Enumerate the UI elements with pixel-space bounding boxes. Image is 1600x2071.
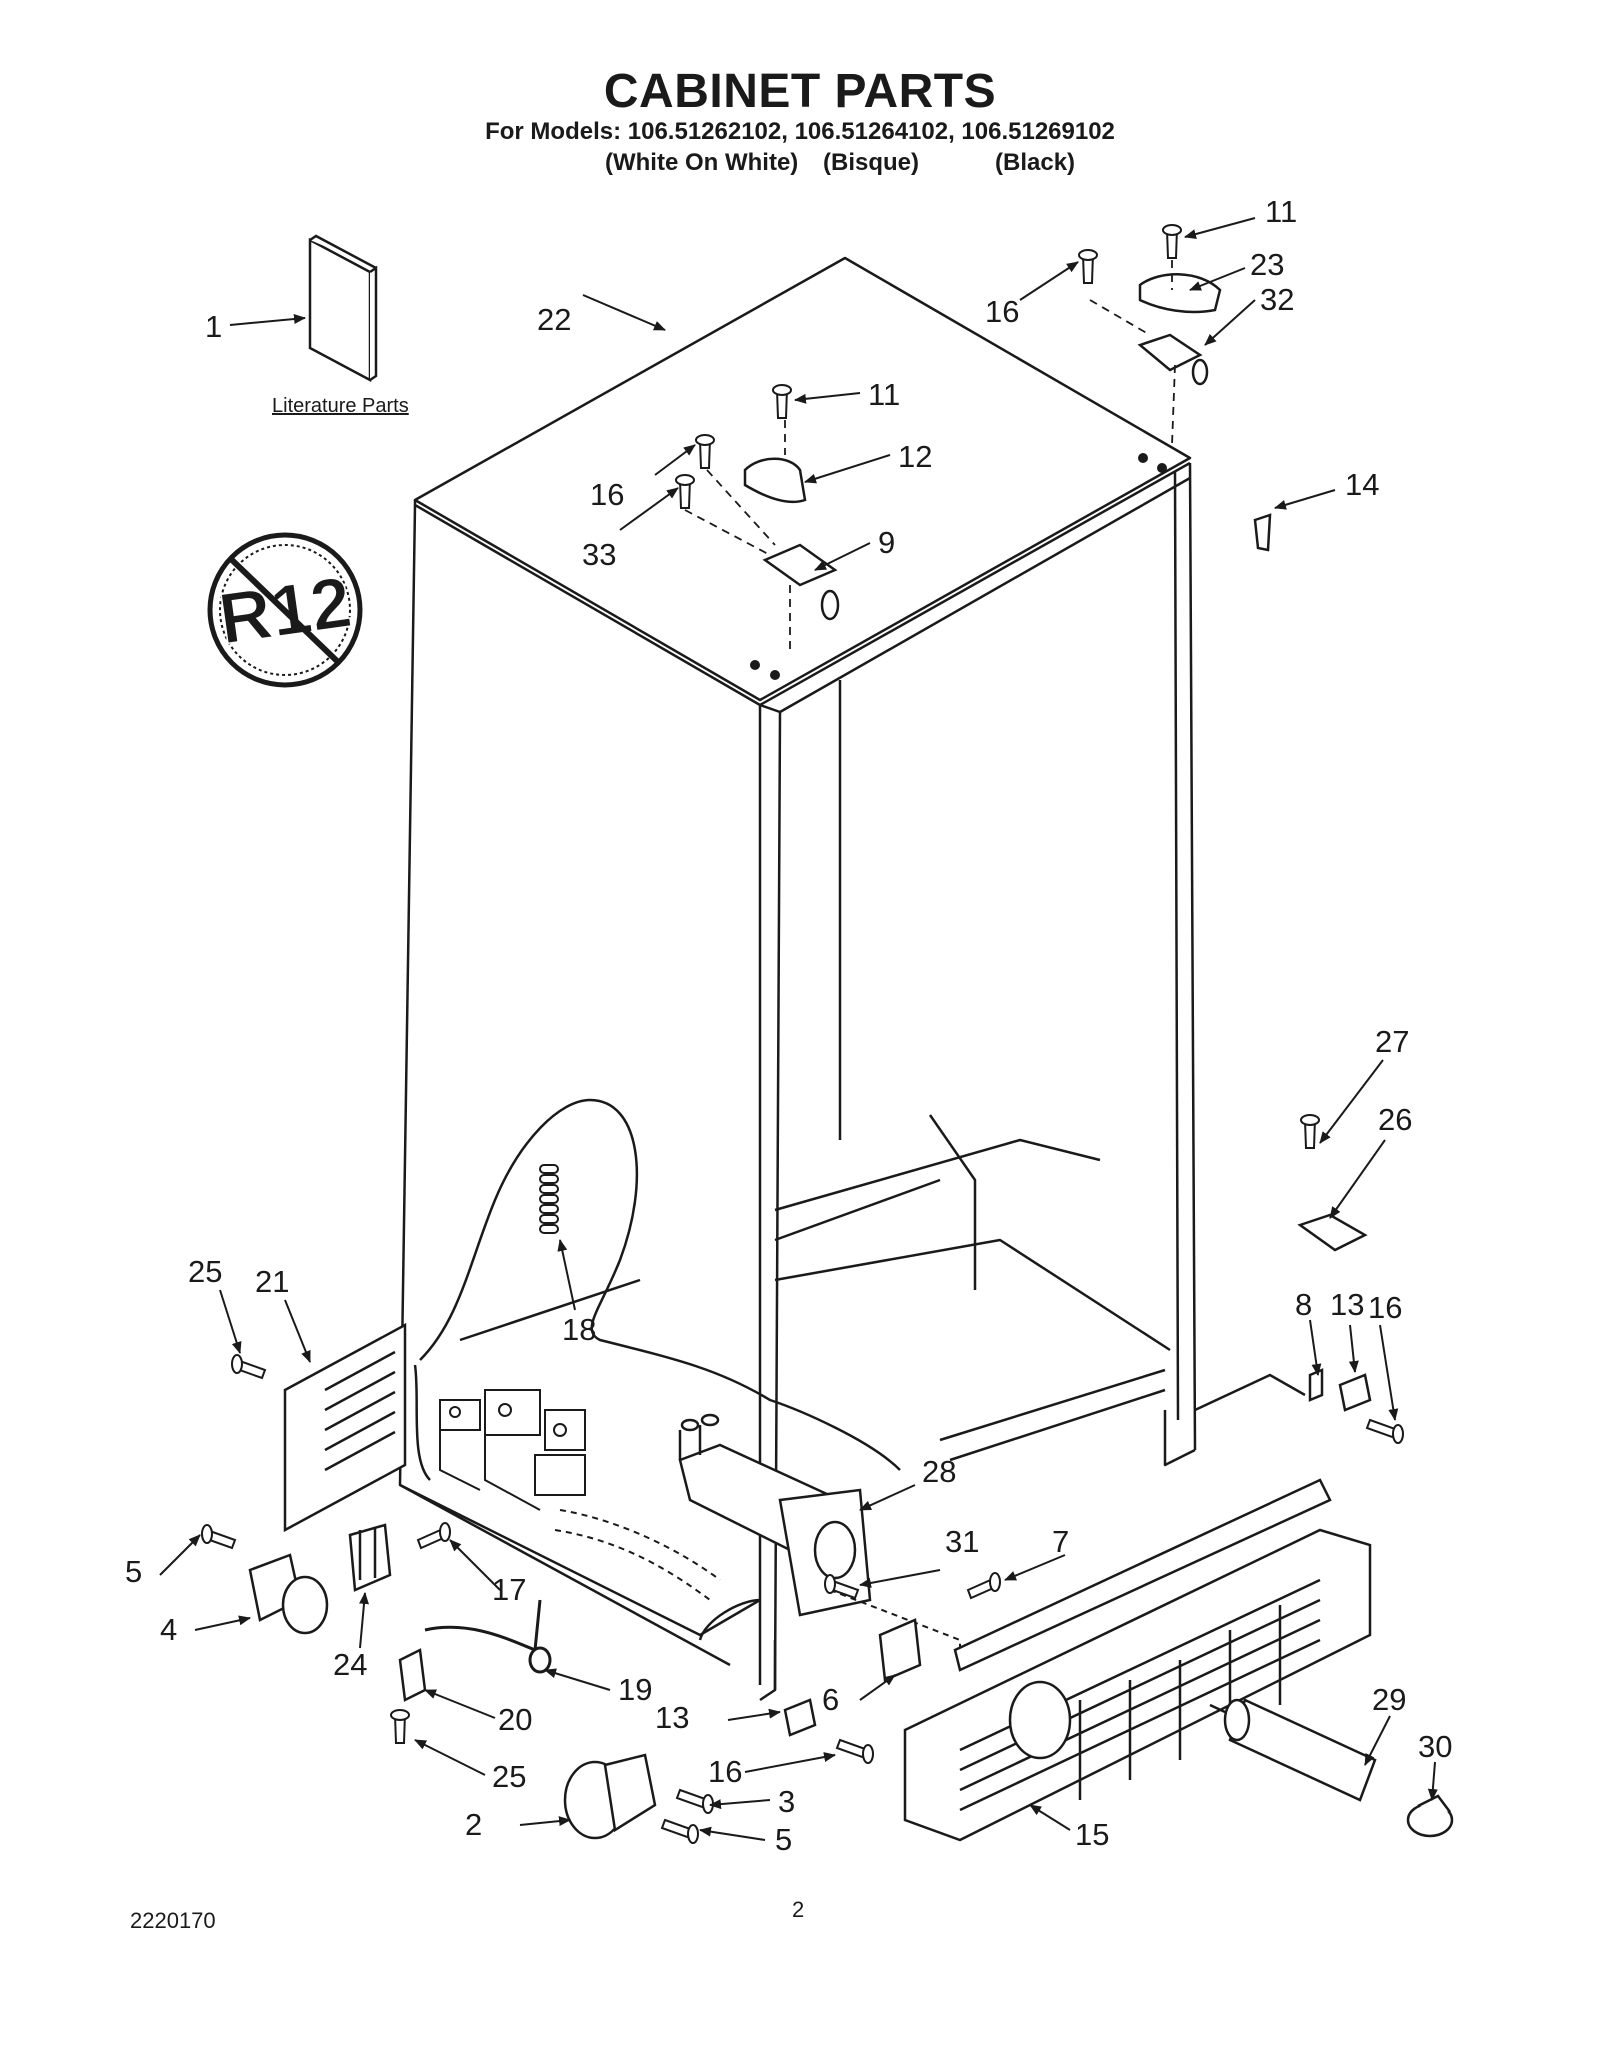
callout-31: 31: [945, 1524, 979, 1559]
callout-labels: 1 22 11 16 23 32 11 16 12 33 9 14 27 26 …: [125, 194, 1452, 1857]
part-24-bracket: [348, 1523, 392, 1592]
callout-21: 21: [255, 1264, 289, 1299]
part-29-filter: [1209, 1698, 1377, 1802]
valve-assembly: [439, 1389, 586, 1511]
part-19-tube: [424, 1599, 552, 1674]
variant-white-on-white: (White On White): [605, 149, 799, 176]
callout-20: 20: [498, 1702, 532, 1737]
callout-16-top: 16: [985, 294, 1019, 329]
callout-5-lower: 5: [775, 1822, 792, 1857]
leader-arrows: [159, 217, 1438, 1841]
part-26-hinge: [1297, 1213, 1368, 1252]
callout-30: 30: [1418, 1729, 1452, 1764]
callout-16-right: 16: [1368, 1290, 1402, 1325]
callout-17: 17: [492, 1572, 526, 1607]
part-9-hinge: [762, 543, 840, 621]
callout-9: 9: [878, 525, 895, 560]
part-15-grille: [903, 1478, 1372, 1842]
callout-11: 11: [868, 377, 900, 412]
callout-25-lower: 25: [492, 1759, 526, 1794]
assembly-lines: [684, 260, 1176, 655]
no-r12-badge: R12: [207, 532, 363, 688]
callout-3: 3: [778, 1784, 795, 1819]
part-2-roller: [563, 1753, 657, 1840]
part-14-plug: [1253, 513, 1272, 552]
callout-13-right: 13: [1330, 1287, 1364, 1322]
callout-15: 15: [1075, 1817, 1109, 1852]
callout-23: 23: [1250, 247, 1284, 282]
callout-33: 33: [582, 537, 616, 572]
document-number: 2220170: [130, 1908, 216, 1933]
part-12-hinge-cover: [743, 457, 807, 504]
hinge-holes: [750, 453, 1167, 680]
cutaway-region: [413, 1098, 901, 1641]
callout-29: 29: [1372, 1682, 1406, 1717]
part-6-bracket: [878, 1618, 922, 1682]
callout-7: 7: [1052, 1524, 1069, 1559]
callout-18: 18: [562, 1312, 596, 1347]
page-number: 2: [792, 1897, 805, 1922]
callout-22: 22: [537, 302, 571, 337]
callout-2: 2: [465, 1807, 482, 1842]
callout-6: 6: [822, 1682, 839, 1717]
callout-13: 13: [655, 1700, 689, 1735]
callout-5-left: 5: [125, 1554, 142, 1589]
variant-black: (Black): [995, 149, 1076, 176]
part-4-roller: [248, 1553, 329, 1635]
part-20-clip: [398, 1648, 427, 1702]
models-line: For Models: 106.51262102, 106.51264102, …: [485, 118, 1115, 145]
part-13-bracket-lower: [783, 1698, 817, 1737]
part-28-duct: [678, 1413, 872, 1617]
callout-24: 24: [333, 1647, 367, 1682]
callout-28: 28: [922, 1454, 956, 1489]
callout-16: 16: [590, 477, 624, 512]
screws: [201, 224, 1404, 1844]
part-21-grille-panel: [283, 1322, 407, 1533]
callout-14: 14: [1345, 467, 1379, 502]
part-18-spring: [539, 1164, 559, 1234]
callout-19: 19: [618, 1672, 652, 1707]
callout-4: 4: [160, 1612, 177, 1647]
part-8-13-brackets-right: [1194, 1368, 1372, 1412]
callout-16-lower: 16: [708, 1754, 742, 1789]
literature-parts-label: Literature Parts: [272, 395, 409, 417]
literature-part: [308, 234, 378, 383]
callout-25: 25: [188, 1254, 222, 1289]
callout-32: 32: [1260, 282, 1294, 317]
callout-12: 12: [898, 439, 932, 474]
variant-bisque: (Bisque): [823, 149, 919, 176]
callout-8: 8: [1295, 1287, 1312, 1322]
callout-11-top: 11: [1265, 194, 1297, 229]
callout-1: 1: [205, 309, 222, 344]
callout-26: 26: [1378, 1102, 1412, 1137]
page-title: CABINET PARTS: [603, 65, 997, 118]
part-23-hinge-cover: [1138, 273, 1222, 314]
part-32-hinge: [1137, 333, 1209, 386]
part-30-cap: [1406, 1794, 1454, 1838]
callout-27: 27: [1375, 1024, 1409, 1059]
